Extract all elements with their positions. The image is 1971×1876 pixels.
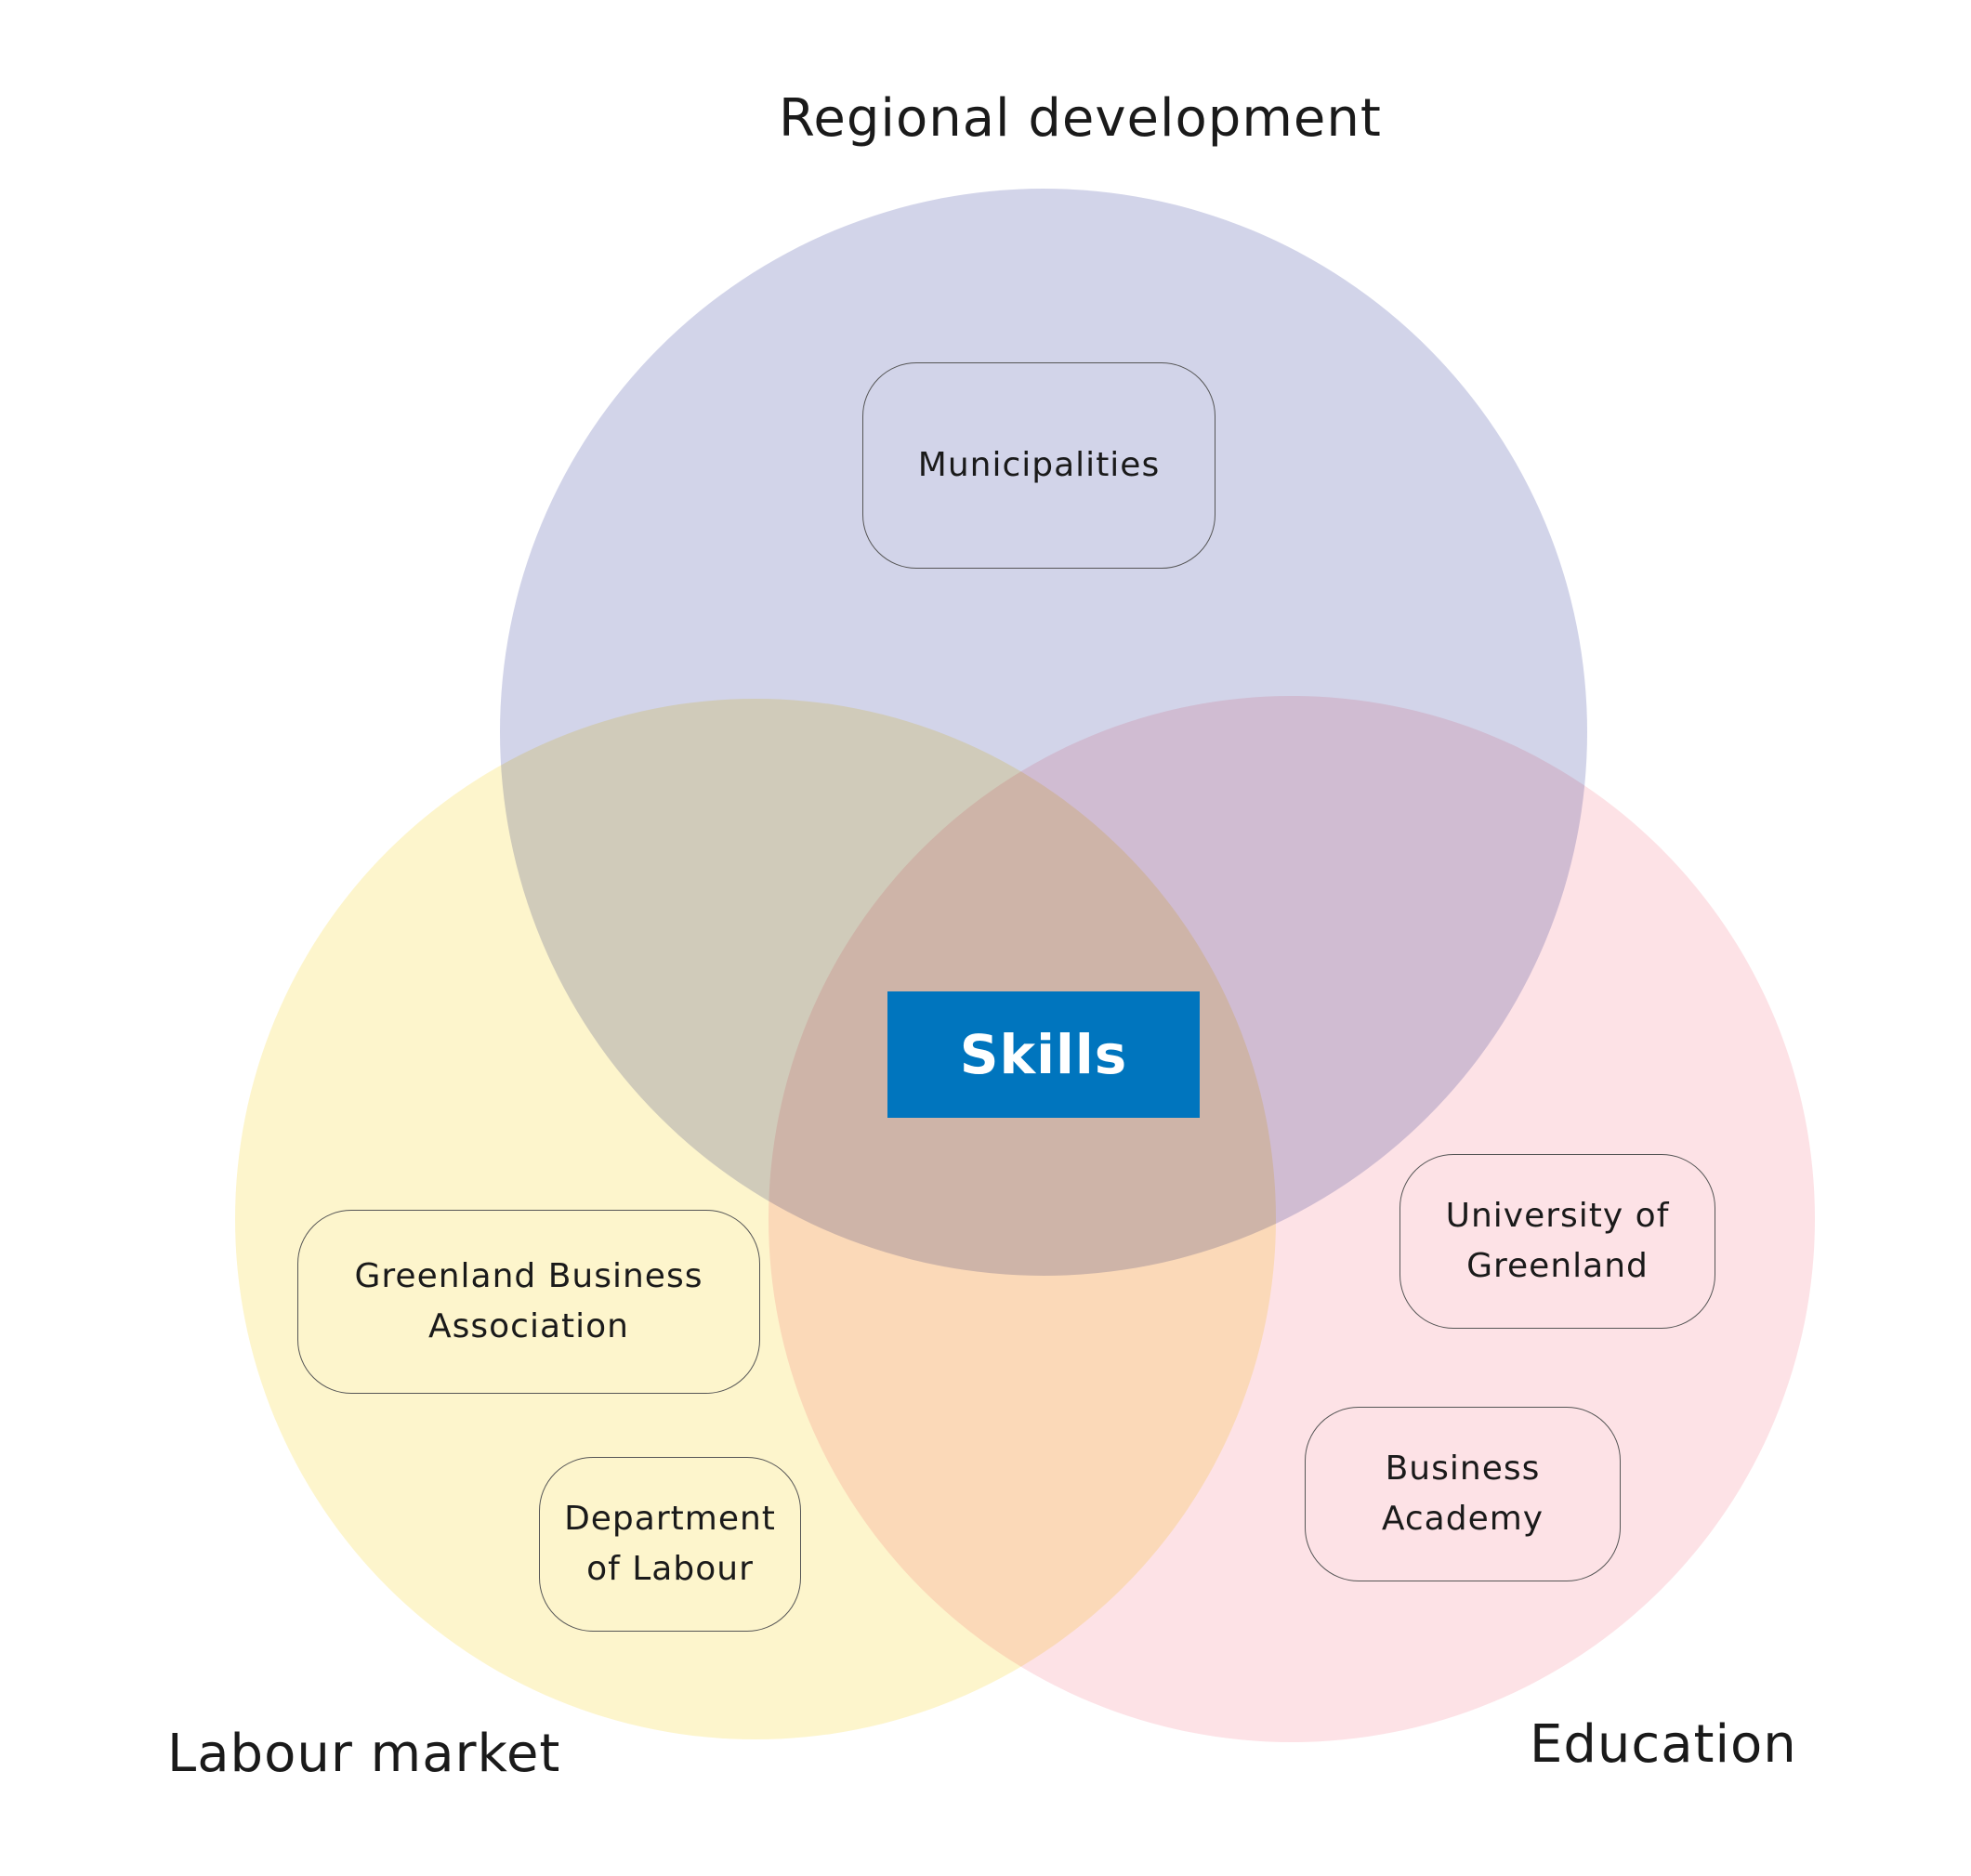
municipalities-text: Municipalities [917,446,1161,484]
skills-center-box: Skills [887,991,1200,1118]
education-label: Education [1530,1714,1797,1775]
business-academy-line-2: Academy [1381,1500,1544,1538]
department-of-labour-box: Department of Labour [539,1457,801,1632]
circle-regional-development [500,189,1587,1276]
greenland-business-association-box: Greenland Business Association [297,1210,760,1394]
municipalities-box: Municipalities [862,362,1215,569]
skills-label: Skills [959,1023,1128,1086]
business-academy-line-1: Business [1385,1450,1541,1488]
business-academy-box: Business Academy [1305,1407,1621,1581]
regional-development-label: Regional development [779,88,1382,149]
labour-market-label: Labour market [167,1724,561,1784]
department-of-labour-line-2: of Labour [586,1550,754,1588]
university-of-greenland-line-2: Greenland [1466,1247,1649,1285]
department-of-labour-line-1: Department [564,1500,776,1538]
greenland-business-association-line-1: Greenland Business [354,1257,703,1295]
university-of-greenland-line-1: University of [1445,1197,1670,1235]
university-of-greenland-box: University of Greenland [1399,1154,1715,1329]
greenland-business-association-line-2: Association [428,1307,629,1345]
